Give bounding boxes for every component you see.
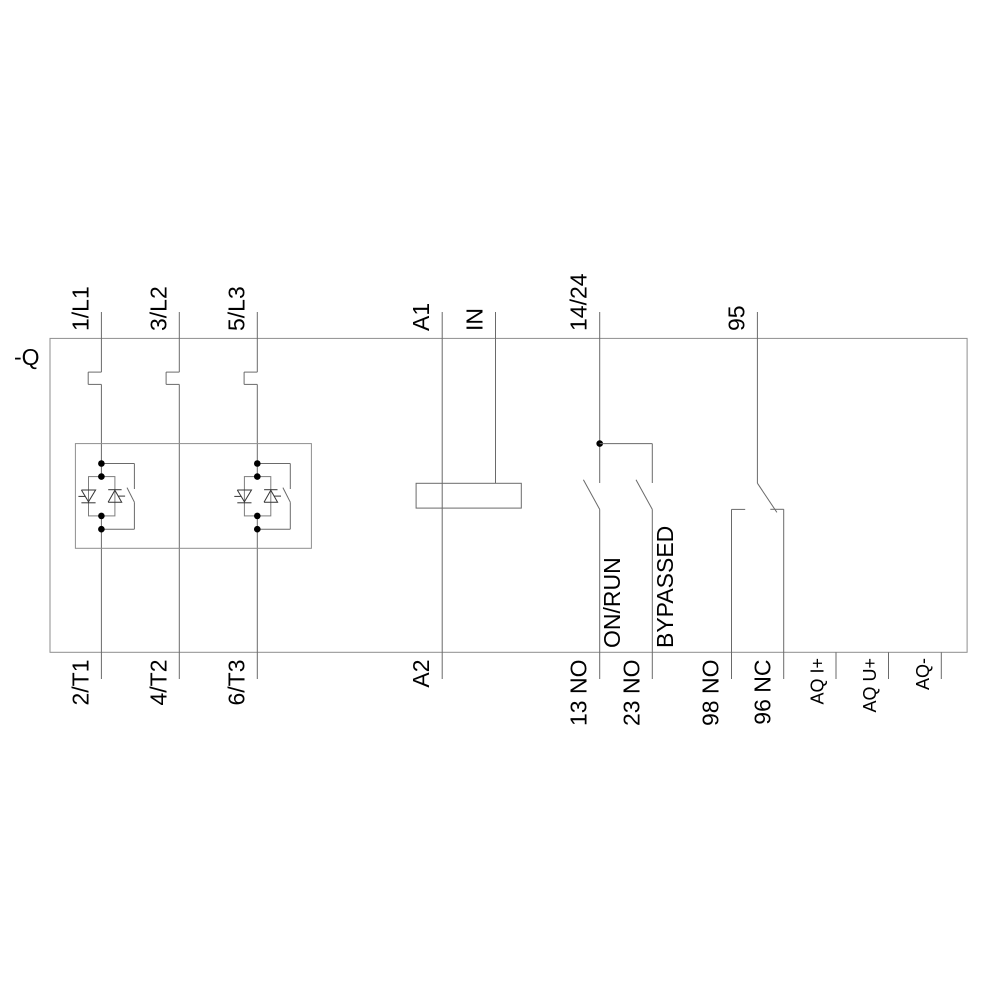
svg-text:6/T3: 6/T3 — [223, 660, 249, 706]
svg-text:AQ U+: AQ U+ — [860, 658, 880, 713]
svg-text:-Q: -Q — [14, 344, 40, 370]
svg-text:95: 95 — [723, 305, 749, 331]
svg-text:A2: A2 — [408, 660, 434, 688]
svg-text:5/L3: 5/L3 — [223, 286, 249, 331]
svg-text:IN: IN — [462, 308, 488, 331]
svg-text:4/T2: 4/T2 — [145, 660, 171, 706]
svg-text:3/L2: 3/L2 — [145, 286, 171, 331]
svg-text:ON/RUN: ON/RUN — [599, 557, 625, 648]
svg-text:BYPASSED: BYPASSED — [652, 526, 678, 648]
svg-text:14/24: 14/24 — [566, 273, 592, 331]
svg-text:13 NO: 13 NO — [566, 660, 592, 726]
svg-text:1/L1: 1/L1 — [67, 286, 93, 331]
svg-text:A1: A1 — [408, 303, 434, 331]
svg-text:AQ-: AQ- — [913, 658, 933, 690]
svg-text:2/T1: 2/T1 — [67, 660, 93, 706]
svg-text:23 NO: 23 NO — [618, 660, 644, 726]
svg-text:AQ I+: AQ I+ — [808, 658, 828, 705]
svg-text:98 NO: 98 NO — [698, 660, 724, 726]
svg-text:96 NC: 96 NC — [750, 660, 776, 725]
